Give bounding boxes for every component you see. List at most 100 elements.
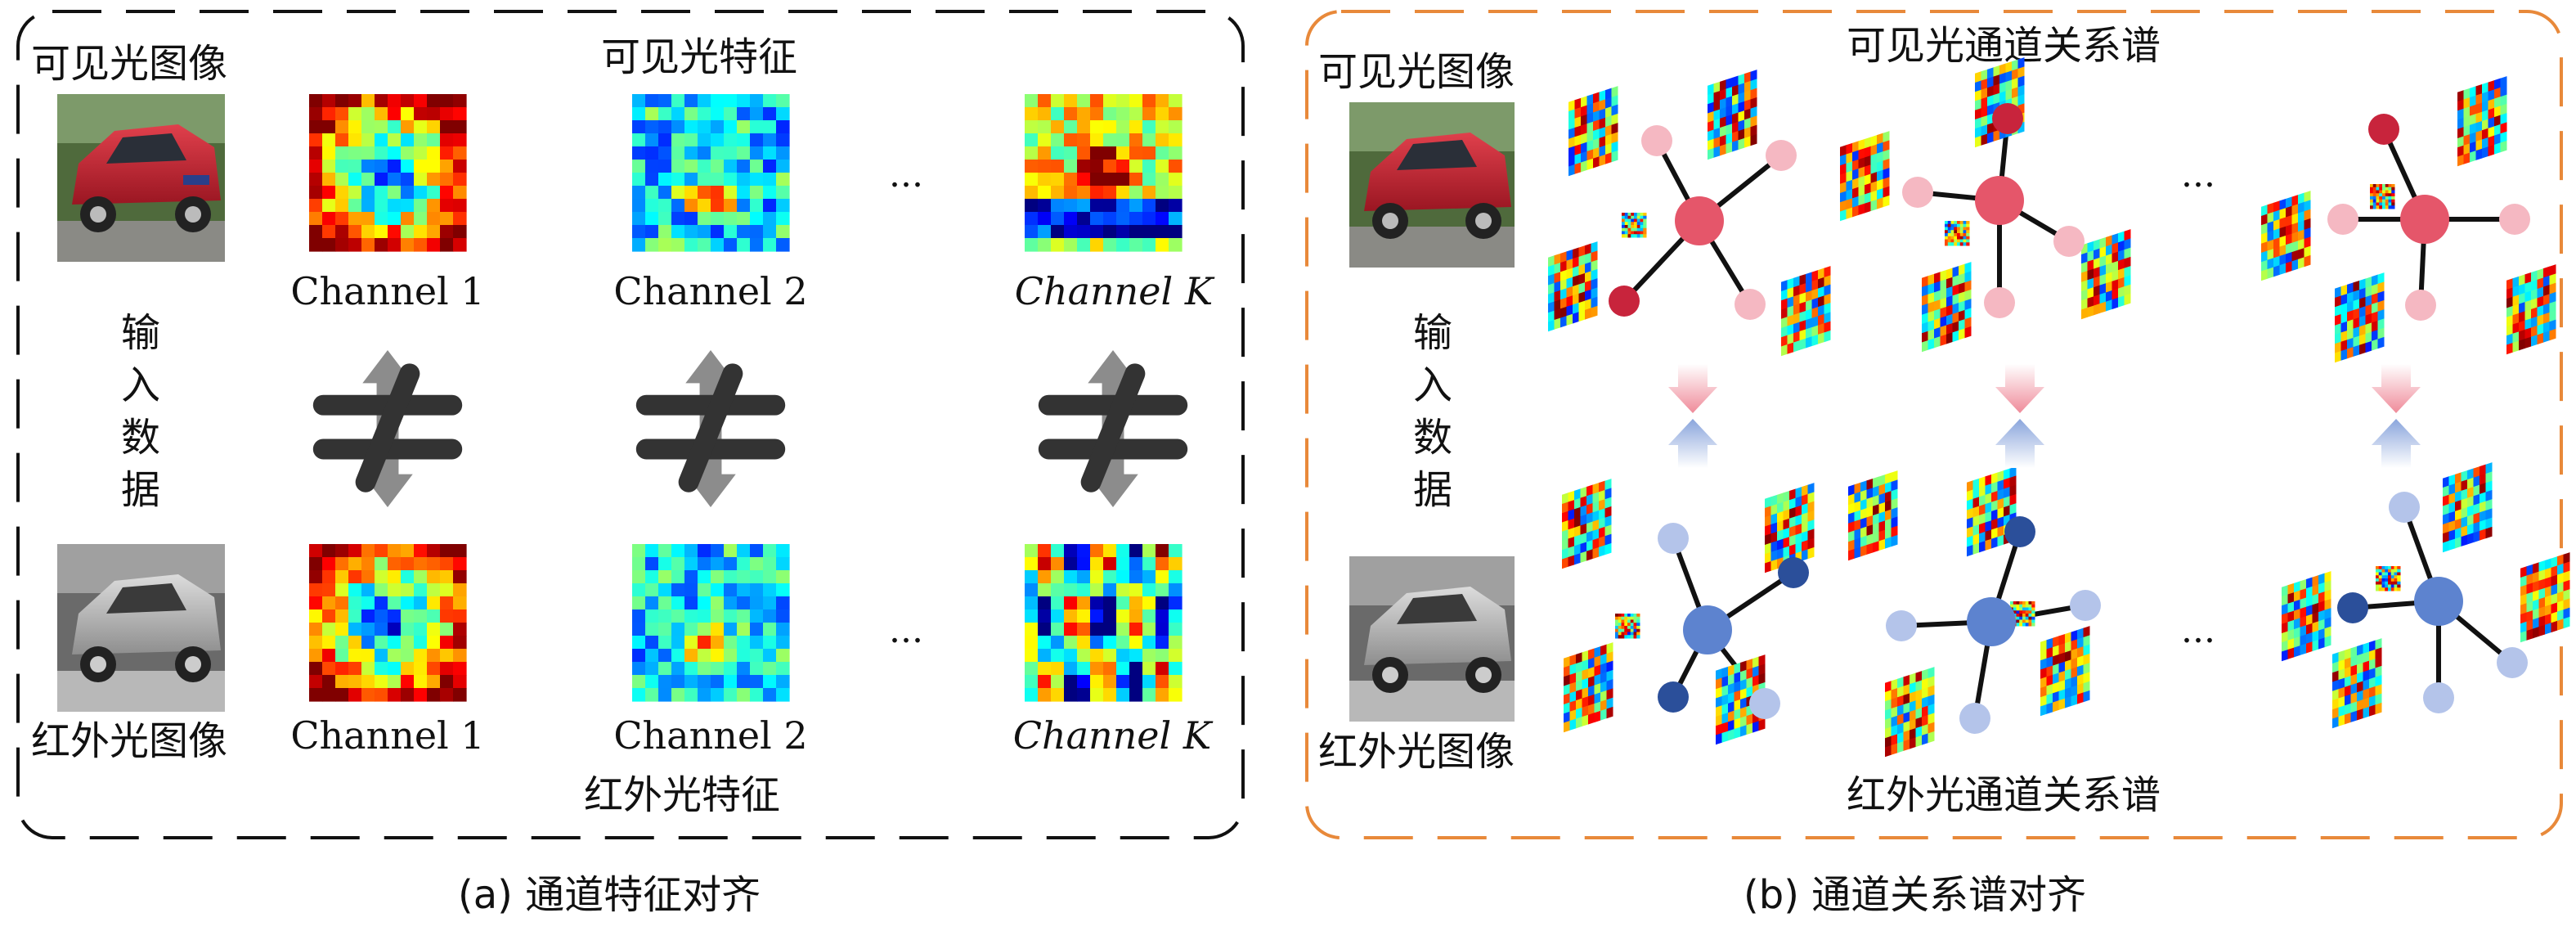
a-channel-label-top-1: Channel 1 <box>290 269 484 313</box>
b-visible-spectrum-label: 可见光通道关系谱 <box>1847 23 2161 69</box>
b-down-arrow-icon-2 <box>1995 364 2044 413</box>
feature-patch <box>1885 667 1935 758</box>
b-relation-graphs <box>1548 57 2570 758</box>
a-visible-feature-label: 可见光特征 <box>601 34 797 80</box>
a-heatmap-infrared-ch1 <box>309 544 467 702</box>
a-input-char-2: 入 <box>121 362 160 408</box>
b-infrared-car-photo <box>1349 556 1515 722</box>
feature-patch <box>1615 614 1640 639</box>
b-input-char-3: 数 <box>1413 415 1452 461</box>
relation-graph-6 <box>2282 462 2570 729</box>
graph-center-node <box>2400 195 2449 244</box>
feature-patch <box>1967 466 2017 557</box>
b-up-arrow-icon-2 <box>1995 419 2044 468</box>
a-visible-image-label: 可见光图像 <box>31 41 227 87</box>
feature-patch <box>1922 262 1972 353</box>
feature-patch <box>1945 221 1970 246</box>
graph-center-node <box>2414 577 2463 626</box>
b-up-arrow-icon-k <box>2372 419 2421 468</box>
feature-patch <box>1975 57 2025 148</box>
graph-node <box>2337 592 2368 623</box>
graph-center-node <box>1683 605 1732 654</box>
a-input-char-4: 据 <box>121 467 160 513</box>
relation-graph-4 <box>1562 479 1815 745</box>
graph-node <box>1766 140 1797 171</box>
relation-graph-2 <box>1840 57 2131 353</box>
graph-node <box>2327 204 2358 235</box>
graph-node <box>2499 204 2530 235</box>
relation-graph-3 <box>2261 76 2556 363</box>
a-heatmap-infrared-chk <box>1025 544 1183 702</box>
a-not-equal-icon-1 <box>323 350 451 507</box>
b-visible-image-label: 可见光图像 <box>1318 49 1515 95</box>
a-channel-label-bottom-1: Channel 1 <box>290 713 484 758</box>
graph-node <box>1778 557 1809 588</box>
feature-patch <box>2335 272 2385 363</box>
b-down-arrow-icon-1 <box>1668 364 1717 413</box>
graph-node <box>2423 682 2454 713</box>
b-down-arrow-icon-k <box>2372 364 2421 413</box>
graph-center-node <box>1975 176 2024 225</box>
a-channel-label-top-2: Channel 2 <box>613 269 807 313</box>
graph-node <box>1658 523 1689 554</box>
feature-patch <box>2506 264 2556 355</box>
feature-patch <box>1848 470 1898 561</box>
graph-node <box>2004 516 2035 547</box>
graph-node <box>1641 125 1672 156</box>
a-input-char-3: 数 <box>121 415 160 461</box>
a-input-char-1: 输 <box>121 310 160 356</box>
feature-patch <box>1840 131 1890 222</box>
relation-graph-1 <box>1548 70 1831 357</box>
b-input-char-2: 入 <box>1413 362 1452 408</box>
a-infrared-image-label: 红外光图像 <box>31 718 227 764</box>
graph-node <box>1749 688 1780 719</box>
b-up-arrow-icon-1 <box>1668 419 1717 468</box>
panel-a-frame <box>16 10 1245 839</box>
a-heatmap-visible-ch1 <box>309 94 467 252</box>
feature-patch <box>2261 191 2311 281</box>
graph-node <box>2070 590 2101 621</box>
feature-patch <box>2332 638 2382 729</box>
feature-patch <box>2040 626 2090 717</box>
graph-node <box>1992 103 2023 134</box>
b-caption: (b) 通道关系谱对齐 <box>1744 872 2086 918</box>
feature-patch <box>2370 184 2395 209</box>
a-ellipsis-top: ... <box>889 154 923 196</box>
graph-node <box>2497 647 2528 678</box>
feature-patch <box>2457 76 2507 167</box>
graph-node <box>2053 226 2085 257</box>
b-ellipsis-bottom: ... <box>2181 609 2215 651</box>
feature-patch <box>2081 229 2131 320</box>
feature-patch <box>1564 642 1613 733</box>
feature-patch <box>1548 241 1598 332</box>
feature-patch <box>2520 552 2570 643</box>
a-infrared-car-photo <box>57 544 225 712</box>
graph-node <box>2389 492 2420 523</box>
feature-patch <box>2443 462 2493 553</box>
relation-graph-5 <box>1848 466 2101 758</box>
a-infrared-feature-label: 红外光特征 <box>584 772 780 818</box>
feature-patch <box>1708 70 1757 160</box>
a-visible-car-photo <box>57 94 225 262</box>
a-not-equal-icon-2 <box>646 350 774 507</box>
graph-node <box>1959 703 1990 734</box>
graph-center-node <box>1967 597 2016 646</box>
graph-node <box>2405 290 2436 321</box>
feature-patch <box>2376 566 2401 591</box>
feature-patch <box>1622 213 1647 238</box>
a-heatmap-infrared-ch2 <box>632 544 790 702</box>
graph-node <box>1658 681 1689 713</box>
feature-patch <box>1781 266 1831 357</box>
b-infrared-image-label: 红外光图像 <box>1318 729 1515 775</box>
graph-center-node <box>1675 196 1724 245</box>
graph-node <box>1984 287 2015 318</box>
b-infrared-spectrum-label: 红外光通道关系谱 <box>1847 772 2161 818</box>
graph-node <box>1886 610 1917 641</box>
b-input-char-1: 输 <box>1413 310 1452 356</box>
graph-node <box>1609 286 1640 317</box>
a-ellipsis-bottom: ... <box>889 609 923 651</box>
a-heatmap-visible-chk <box>1025 94 1183 252</box>
panel-b-frame <box>1305 10 2563 839</box>
a-channel-label-bottom-k: Channel K <box>1013 713 1214 758</box>
